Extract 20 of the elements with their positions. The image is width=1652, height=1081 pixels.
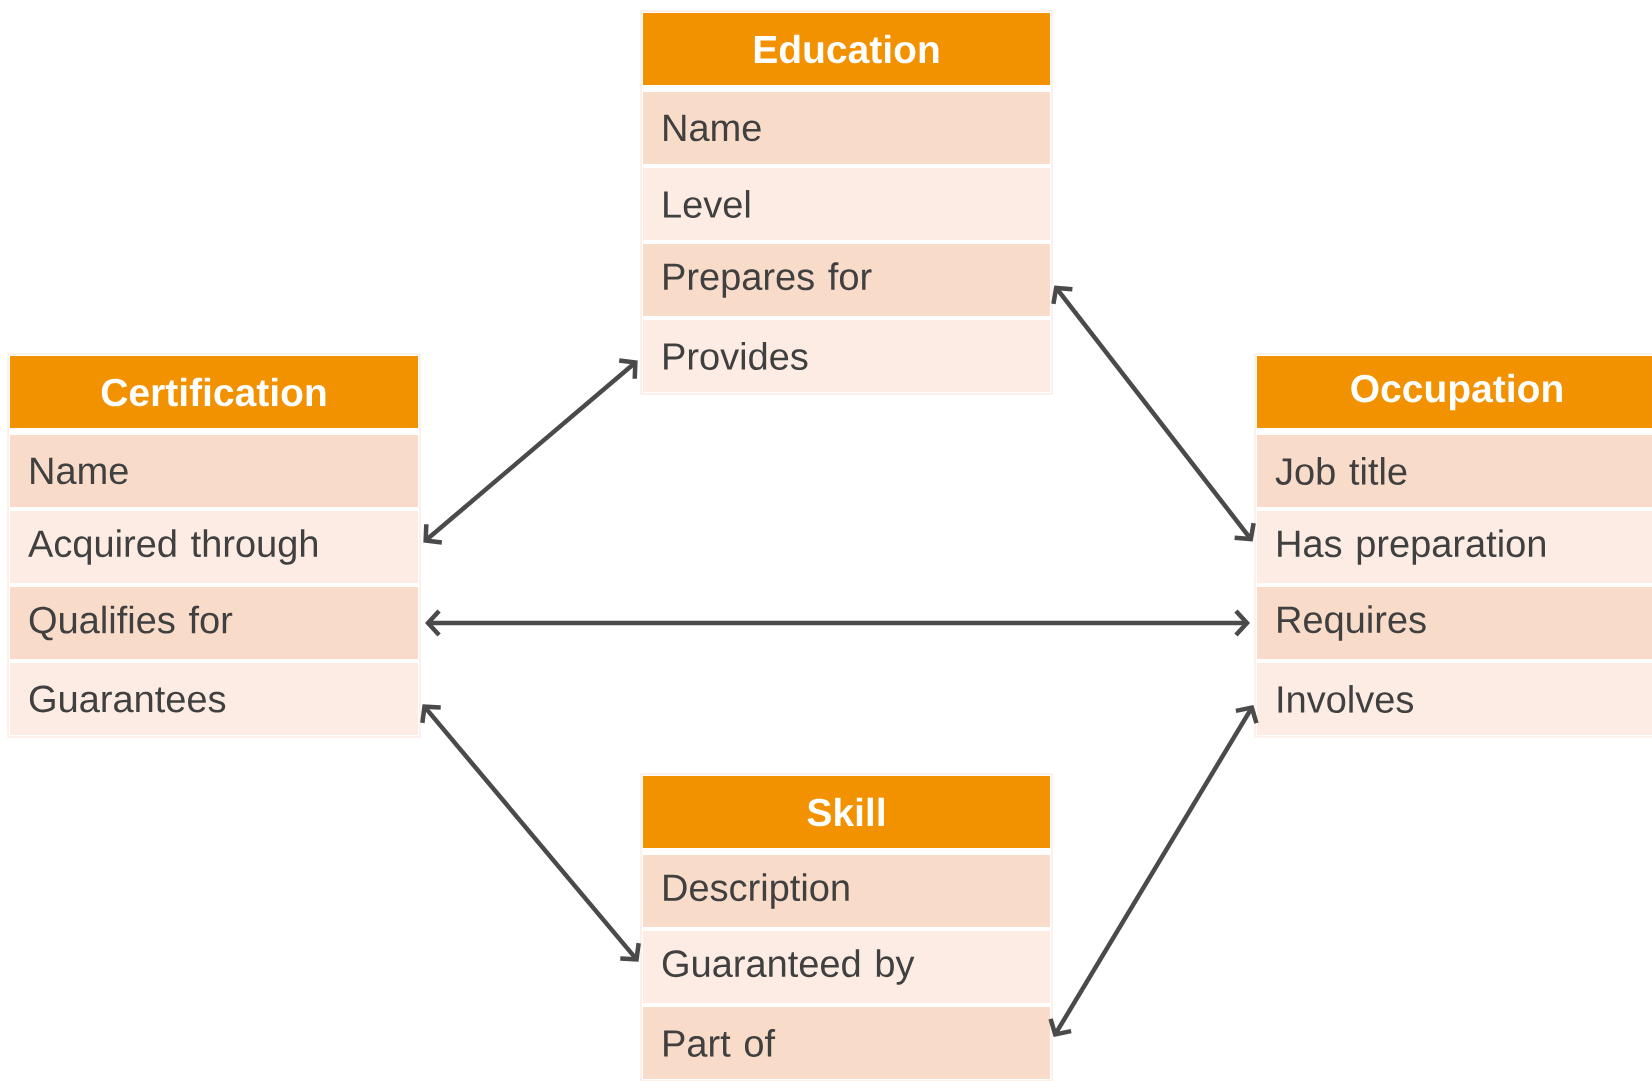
table-row: Name [643,92,1050,164]
table-row: Provides [643,320,1050,392]
table-row: Description [643,855,1050,927]
arrow [1051,285,1256,542]
arrow [425,609,1250,637]
table-row: Level [643,168,1050,240]
table-row: Guarantees [10,663,418,735]
table-row: Involves [1257,663,1652,735]
table-row: Job title [1257,435,1652,507]
arrow [423,358,638,545]
table-row: Qualifies for [10,587,418,659]
table-row: Name [10,435,418,507]
table-row: Guaranteed by [643,931,1050,1003]
table-row: Acquired through [10,511,418,583]
table-row: Requires [1257,587,1652,659]
arrow [420,704,641,962]
table-row: Prepares for [643,244,1050,316]
table-row: Has preparation [1257,511,1652,583]
table-row: Part of [643,1007,1050,1079]
arrow [1048,705,1259,1037]
